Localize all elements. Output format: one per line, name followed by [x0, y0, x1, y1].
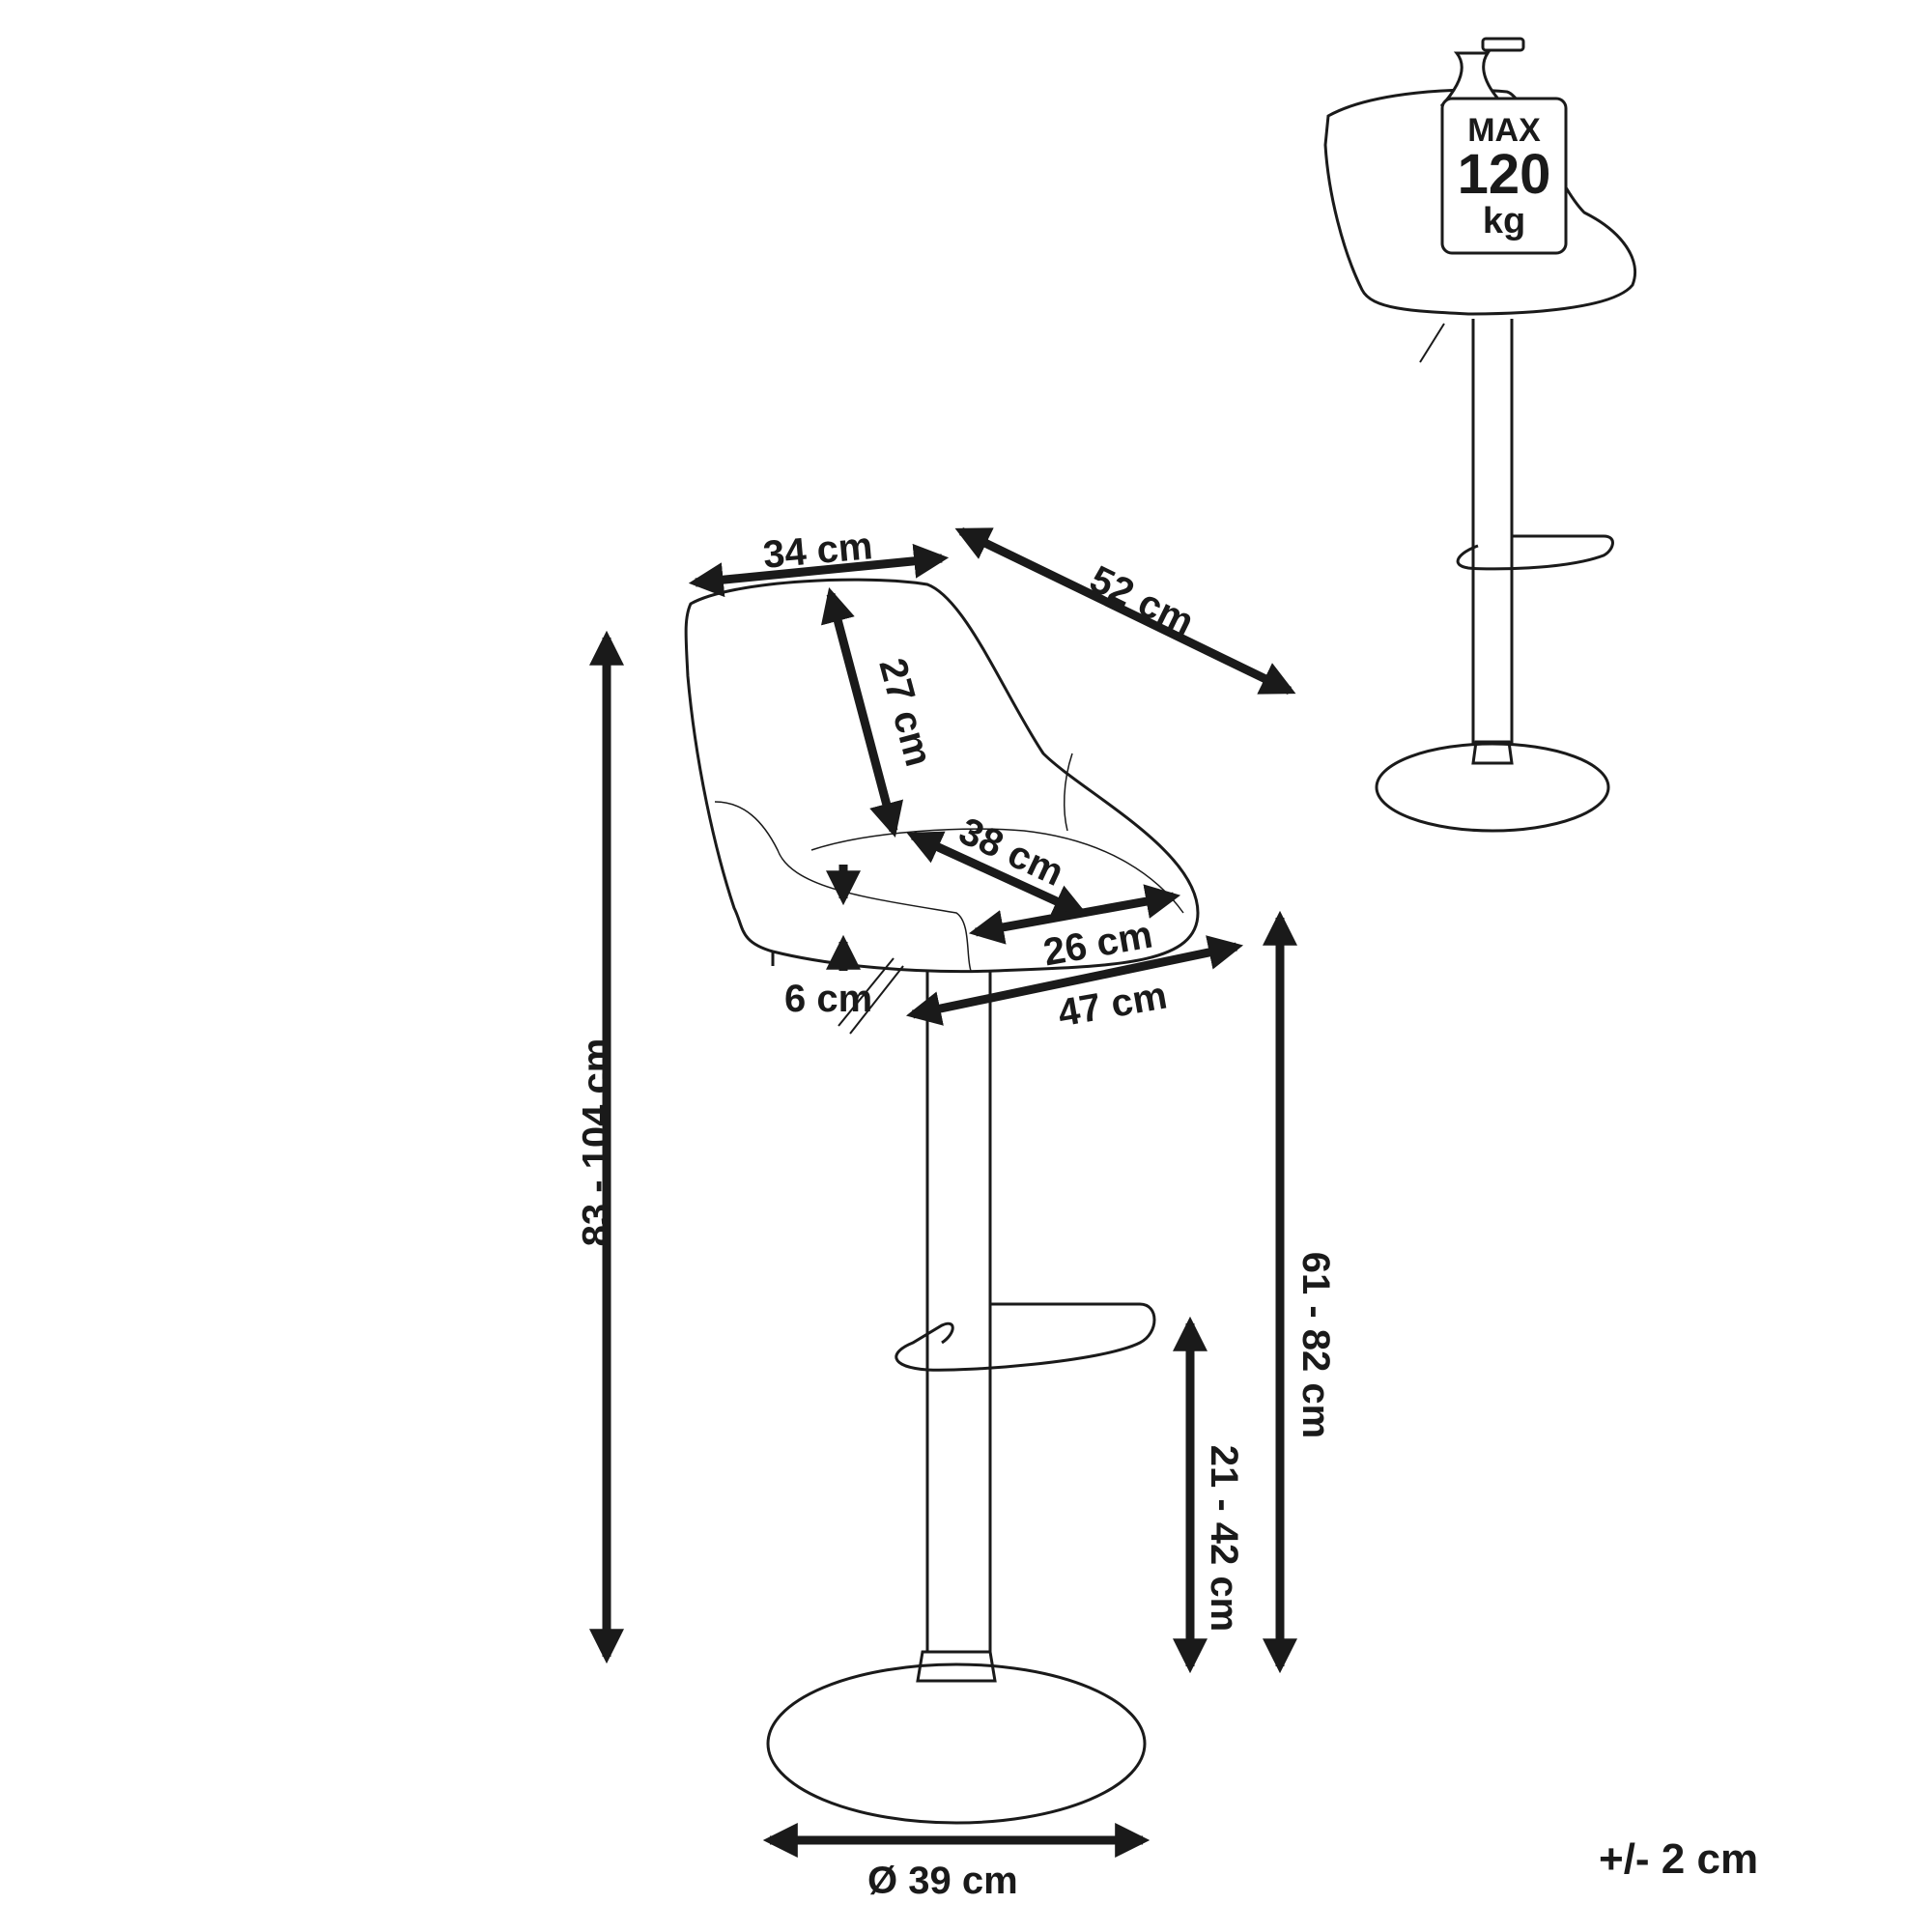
max-text: MAX: [1467, 112, 1541, 149]
dim-footrest-height: 21 - 42 cm: [1203, 1444, 1246, 1633]
dim-seat-thickness: 6 cm: [784, 978, 873, 1020]
dim-seat-height: 61 - 82 cm: [1294, 1251, 1338, 1439]
max-load-label: MAX 120 kg: [1442, 114, 1566, 240]
weight-icon: [1439, 37, 1568, 255]
dim-total-height: 83 - 104 cm: [575, 1037, 618, 1247]
tolerance-note: +/- 2 cm: [1599, 1835, 1759, 1883]
dim-base-diameter: Ø 39 cm: [867, 1860, 1018, 1902]
load-unit: kg: [1482, 201, 1526, 242]
load-value: 120: [1457, 143, 1551, 206]
